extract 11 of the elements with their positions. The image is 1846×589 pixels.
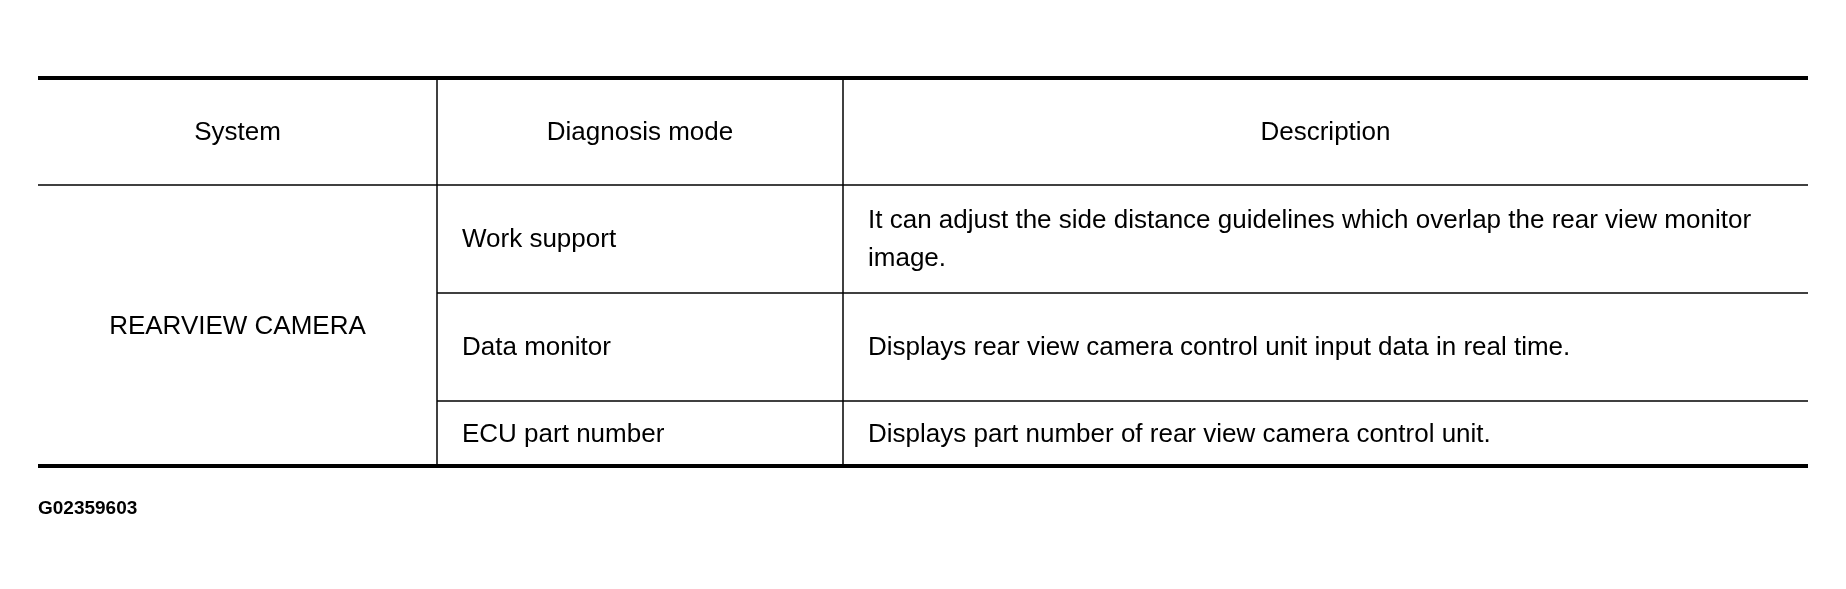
mode-name: Work support (462, 222, 618, 256)
mode-name: ECU part number (462, 416, 666, 450)
description-text: Displays rear view camera control unit input data in real time. (868, 330, 1572, 364)
column-header: Diagnosis mode (545, 114, 735, 148)
figure-code: G02359603 (38, 496, 138, 520)
description-text: It can adjust the side distance guidelines which overlap the rear view monitor image. (868, 203, 1753, 274)
mode-name: Data monitor (462, 330, 612, 364)
description-text: Displays part number of rear view camera control unit. (868, 416, 1492, 450)
system-name: REARVIEW CAMERA (108, 308, 367, 342)
column-header: Description (1259, 114, 1392, 148)
column-header: System (193, 114, 282, 148)
